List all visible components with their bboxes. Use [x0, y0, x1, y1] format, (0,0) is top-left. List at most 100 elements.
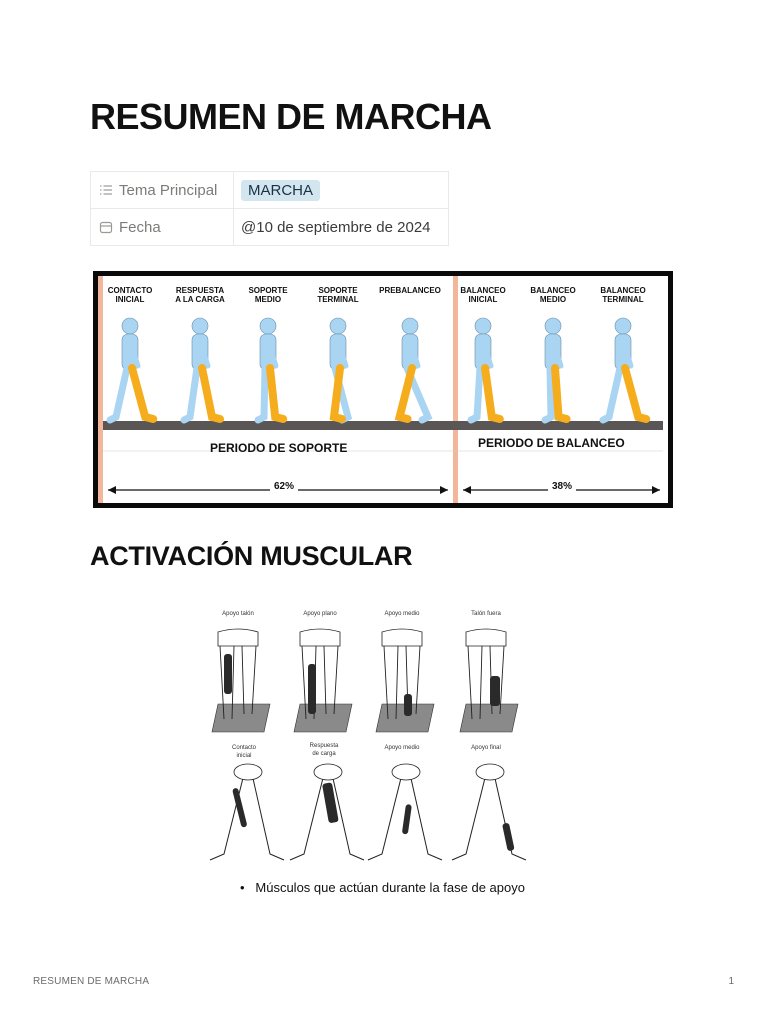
- gait-figure-svg: [98, 276, 663, 503]
- hips: [217, 628, 259, 647]
- left-border: [98, 276, 103, 503]
- platform: [211, 703, 271, 733]
- property-key: Fecha: [90, 208, 234, 246]
- left-leg-outline: [383, 645, 399, 720]
- active-muscle: [224, 654, 232, 694]
- muscle-phase-label: Respuesta de carga: [309, 743, 339, 757]
- phase-label: SOPORTE TERMINAL: [317, 286, 359, 304]
- property-key-label: Tema Principal: [119, 181, 218, 199]
- figure-head: [191, 317, 209, 335]
- figure-front-leg: [198, 364, 224, 423]
- stance-period-label: PERIODO DE SOPORTE: [210, 441, 348, 455]
- phase-label: RESPUESTA A LA CARGA: [175, 286, 225, 304]
- figure-caption-bullet: • Músculos que actúan durante la fase de…: [240, 880, 525, 895]
- figure-head: [329, 317, 347, 335]
- figure-arm: [550, 337, 564, 369]
- active-muscle: [232, 788, 247, 828]
- phase-label: PREBALANCEO: [379, 286, 441, 295]
- topic-tag[interactable]: MARCHA: [241, 179, 321, 201]
- muscle-phase-label: Apoyo talón: [222, 611, 254, 617]
- stance-arrow-right-head: [440, 486, 448, 494]
- figure-head: [544, 317, 562, 335]
- date-value[interactable]: @10 de septiembre de 2024: [233, 208, 449, 246]
- side-legs: [451, 773, 527, 861]
- page-number: 1: [728, 976, 734, 987]
- right-leg-outline: [323, 645, 339, 715]
- side-legs: [209, 773, 285, 861]
- swing-arrow-right-head: [652, 486, 660, 494]
- swing-period-label: PERIODO DE BALANCEO: [478, 436, 625, 450]
- figure-head: [614, 317, 632, 335]
- property-value[interactable]: MARCHA: [233, 171, 449, 209]
- footer-title: RESUMEN DE MARCHA: [33, 976, 150, 987]
- figure-front-leg: [394, 364, 416, 423]
- phase-label: CONTACTO INICIAL: [107, 286, 153, 304]
- stance-percentage: 62%: [270, 481, 299, 492]
- figure-arm: [127, 337, 141, 369]
- figure-back-leg: [599, 364, 624, 424]
- section-heading: ACTIVACIÓN MUSCULAR: [90, 541, 413, 571]
- property-row[interactable]: Tema Principal MARCHA: [90, 171, 449, 209]
- figure-front-leg: [266, 364, 288, 423]
- swing-percentage: 38%: [548, 481, 577, 492]
- active-muscle: [404, 694, 412, 716]
- figure-back-leg: [106, 364, 131, 424]
- figure-arm: [265, 337, 279, 369]
- calendar-icon: [99, 221, 113, 233]
- muscle-phase-label: Apoyo medio: [384, 745, 420, 751]
- muscle-phase-label: Contacto inicial: [231, 745, 256, 759]
- property-key-label: Fecha: [119, 218, 161, 236]
- figure-arm: [407, 337, 421, 369]
- side-legs: [367, 773, 443, 861]
- phase-divider: [453, 276, 458, 503]
- side-hip: [233, 763, 263, 781]
- hips: [465, 628, 507, 647]
- platform: [375, 703, 435, 733]
- side-hip: [475, 763, 505, 781]
- active-muscle: [502, 823, 515, 851]
- figure-caption: Músculos que actúan durante la fase de a…: [255, 880, 525, 895]
- muscle-phase-label: Apoyo plano: [303, 611, 337, 617]
- gait-figure-canvas: PERIODO DE SOPORTE PERIODO DE BALANCEO 6…: [98, 276, 668, 503]
- phase-label: BALANCEO MEDIO: [530, 286, 576, 304]
- figure-front-leg: [329, 364, 346, 423]
- property-row[interactable]: Fecha @10 de septiembre de 2024: [90, 208, 449, 246]
- active-muscle: [308, 664, 316, 714]
- left-leg-outline: [467, 645, 483, 720]
- figure-front-leg: [621, 364, 651, 423]
- list-icon: [100, 184, 112, 195]
- properties-table: Tema Principal MARCHA Fecha @10 de septi…: [90, 171, 449, 246]
- figure-front-leg: [551, 364, 571, 423]
- figure-arm: [197, 337, 211, 369]
- figure-arm: [480, 337, 494, 369]
- property-key: Tema Principal: [90, 171, 234, 209]
- side-hip: [391, 763, 421, 781]
- figure-front-leg: [481, 364, 504, 423]
- hips: [381, 628, 423, 647]
- phase-label: BALANCEO TERMINAL: [600, 286, 646, 304]
- figure-back-leg: [254, 364, 269, 424]
- figure-arm: [335, 337, 349, 369]
- right-leg-outline: [241, 645, 257, 715]
- figure-back-leg: [180, 364, 201, 424]
- platform: [293, 703, 353, 733]
- figure-head: [401, 317, 419, 335]
- muscle-phase-label: Talón fuera: [471, 611, 501, 617]
- swing-arrow-left-head: [463, 486, 471, 494]
- active-muscle: [322, 782, 339, 823]
- floor-bar: [103, 421, 663, 430]
- active-muscle: [402, 804, 412, 835]
- figure-back-leg: [541, 364, 555, 424]
- figure-arm: [620, 337, 634, 369]
- stance-arrow-left-head: [108, 486, 116, 494]
- figure-back-leg: [467, 364, 484, 424]
- figure-front-leg: [128, 364, 158, 423]
- figure-head: [259, 317, 277, 335]
- muscle-phase-label: Apoyo medio: [384, 611, 420, 617]
- muscle-figure-svg: [209, 628, 527, 861]
- figure-head: [121, 317, 139, 335]
- page-title: RESUMEN DE MARCHA: [90, 96, 492, 137]
- side-legs: [289, 773, 365, 861]
- phase-label: SOPORTE MEDIO: [248, 286, 288, 304]
